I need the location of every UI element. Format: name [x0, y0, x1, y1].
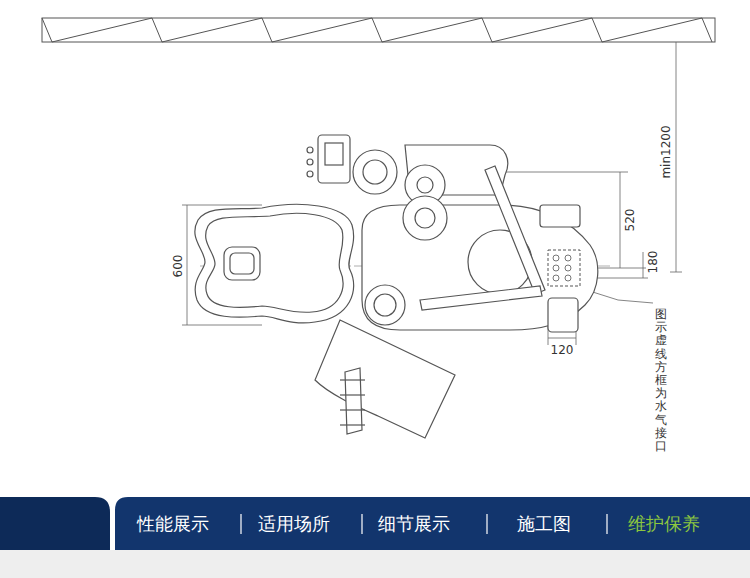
dental-chair — [195, 135, 598, 438]
nav-main-block — [115, 497, 750, 550]
nav-separator — [361, 514, 362, 534]
nav-tab: 施工图 — [517, 515, 571, 533]
nav-left-block — [0, 497, 110, 550]
nav-separator — [240, 514, 241, 534]
nav-band: 性能展示 适用场所 细节展示 施工图 维护保养 — [0, 497, 750, 550]
water-air-interface — [548, 250, 580, 286]
nav-tab: 性能展示 — [137, 515, 209, 533]
nav-tab: 细节展示 — [378, 515, 450, 533]
dimension-label: 600 — [172, 255, 184, 278]
nav-separator — [606, 514, 607, 534]
note-text: 图示虚线方框为水气接口 — [655, 308, 667, 453]
dimension-label: min1200 — [660, 125, 672, 178]
nav-separator — [486, 514, 487, 534]
dimension-label: 180 — [647, 251, 659, 274]
dimension-label: 520 — [624, 209, 636, 232]
ceiling — [42, 18, 715, 42]
nav-tab: 维护保养 — [628, 515, 700, 533]
dimension-lines — [182, 42, 682, 345]
bottom-ground — [0, 550, 750, 578]
nav-tab: 适用场所 — [258, 515, 330, 533]
dimension-label: 120 — [551, 344, 574, 356]
